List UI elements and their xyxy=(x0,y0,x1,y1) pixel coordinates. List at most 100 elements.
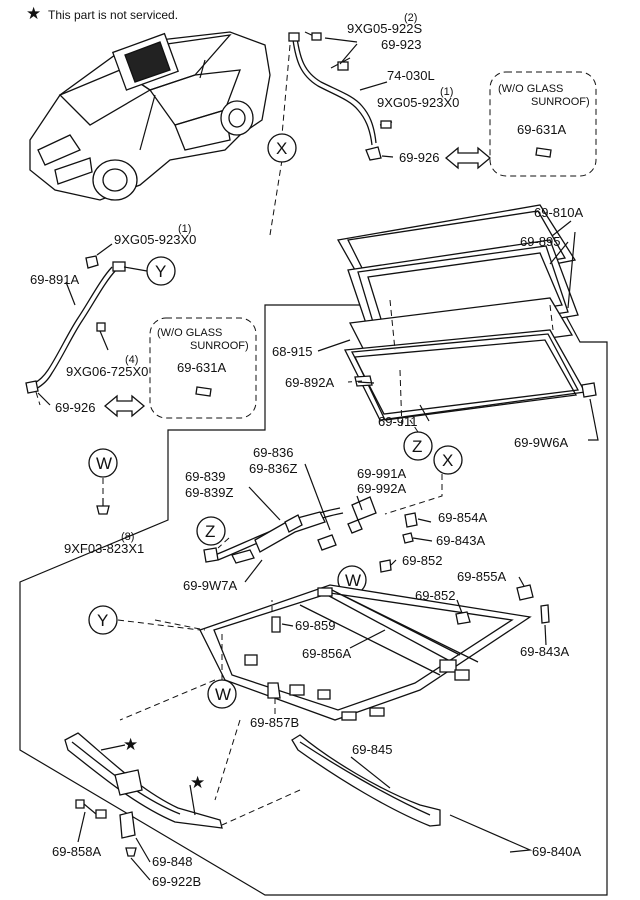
not-serviced-star-icon-1: ★ xyxy=(123,735,138,754)
label-69-840a: 69-840A xyxy=(532,844,581,859)
screw-69-859 xyxy=(271,616,281,633)
label-69-858a: 69-858A xyxy=(52,844,101,859)
svg-text:69-631A: 69-631A xyxy=(517,122,566,137)
label-69-895: 69-895 xyxy=(520,234,560,249)
drain-channel-assembly xyxy=(64,679,301,881)
label-68-915: 68-915 xyxy=(272,344,312,359)
label-69-810a: 69-810A xyxy=(534,205,583,220)
label-69-855a: 69-855A xyxy=(457,569,506,584)
callout-y-lower: Y xyxy=(88,605,118,635)
wo-glass-sunroof-box-2: (W/O GLASS SUNROOF) 69-631A xyxy=(149,317,257,419)
label-69-843a-b: 69-843A xyxy=(520,644,569,659)
label-69-852-a: 69-852 xyxy=(402,553,442,568)
callout-w-upper: W xyxy=(88,448,118,478)
svg-text:W: W xyxy=(345,571,361,590)
label-69-892a: 69-892A xyxy=(285,375,334,390)
glass-panel-stack xyxy=(317,204,599,441)
label-74-030l: 74-030L xyxy=(387,68,435,83)
clip-69-858a xyxy=(95,809,107,819)
label-9xg05-923x0-a-qty: (1) xyxy=(440,86,453,98)
double-arrow-icon-left xyxy=(103,394,146,418)
clip-725x0 xyxy=(96,322,106,332)
svg-text:X: X xyxy=(276,139,287,158)
screw-823x1 xyxy=(96,498,110,515)
label-69-891a: 69-891A xyxy=(30,272,79,287)
plug-631a-b xyxy=(195,386,212,397)
callout-z-upper: Z xyxy=(403,431,433,461)
sunroof-frame xyxy=(154,576,550,721)
label-69-852-b: 69-852 xyxy=(415,588,455,603)
callout-y-upper: Y xyxy=(146,256,176,286)
label-9xf03-823x1: 9XF03-823X1 xyxy=(64,541,144,556)
label-69-856a: 69-856A xyxy=(302,646,351,661)
label-9xg05-922s: 9XG05-922S xyxy=(347,21,422,36)
legend-text: This part is not serviced. xyxy=(48,8,178,22)
svg-text:W: W xyxy=(96,454,112,473)
clip-923x0-b xyxy=(85,255,99,269)
label-9xg05-923x0-b-qty: (1) xyxy=(178,223,191,235)
svg-text:SUNROOF): SUNROOF) xyxy=(531,96,590,108)
bolt-69-9w6a xyxy=(581,382,597,398)
label-69-991a: 69-991A xyxy=(357,466,406,481)
legend: ★ This part is not serviced. xyxy=(26,4,178,23)
svg-text:(W/O GLASS: (W/O GLASS xyxy=(157,327,222,339)
drain-valve-926 xyxy=(365,146,382,161)
callout-w-lower: W xyxy=(207,679,237,709)
label-69-992a: 69-992A xyxy=(357,481,406,496)
label-69-836: 69-836 xyxy=(253,445,293,460)
label-69-926-a: 69-926 xyxy=(399,150,439,165)
svg-text:W: W xyxy=(215,685,231,704)
label-69-922b: 69-922B xyxy=(152,874,201,889)
label-69-839z: 69-839Z xyxy=(185,485,233,500)
clip-923 xyxy=(337,61,349,71)
label-69-923: 69-923 xyxy=(381,37,421,52)
label-69-845: 69-845 xyxy=(352,742,392,757)
label-9xg05-923x0-a: 9XG05-923X0 xyxy=(377,95,459,110)
label-9xg05-923x0-b: 9XG05-923X0 xyxy=(114,232,196,247)
label-69-857b: 69-857B xyxy=(250,715,299,730)
label-9xg05-922s-qty: (2) xyxy=(404,12,417,24)
drive-cable-assembly xyxy=(203,463,433,583)
label-69-854a: 69-854A xyxy=(438,510,487,525)
label-69-9w7a: 69-9W7A xyxy=(183,578,238,593)
not-serviced-star-icon-2: ★ xyxy=(190,773,205,792)
motor-69-855a xyxy=(516,584,534,601)
label-69-848: 69-848 xyxy=(152,854,192,869)
label-69-836z: 69-836Z xyxy=(249,461,297,476)
double-arrow-icon-top xyxy=(444,146,492,170)
legend-star-icon: ★ xyxy=(26,4,41,23)
callout-z-lower: Z xyxy=(196,516,226,546)
guide-69-852 xyxy=(379,559,392,573)
wo-glass-sunroof-box-1: (W/O GLASS SUNROOF) 69-631A xyxy=(489,71,597,177)
svg-text:SUNROOF): SUNROOF) xyxy=(190,340,249,352)
label-69-859: 69-859 xyxy=(295,618,335,633)
svg-text:69-631A: 69-631A xyxy=(177,360,226,375)
svg-text:Y: Y xyxy=(97,611,108,630)
vehicle-illustration xyxy=(29,31,271,201)
label-69-926-b: 69-926 xyxy=(55,400,95,415)
bracket-69-857b xyxy=(267,682,281,699)
clip-69-843a-b xyxy=(540,604,550,624)
clip-69-843a xyxy=(402,532,414,544)
pad-69-892a xyxy=(354,375,373,387)
clip-922s xyxy=(311,32,322,41)
bracket-69-854a xyxy=(404,512,418,528)
trim-69-845 xyxy=(291,734,441,827)
callout-x-lower: X xyxy=(433,445,463,475)
bracket-69-848 xyxy=(119,811,136,839)
svg-text:Z: Z xyxy=(205,522,215,541)
plug-631a-a xyxy=(535,147,552,158)
label-9xg06-725x0-qty: (4) xyxy=(125,354,138,366)
guide-69-852-b xyxy=(455,611,471,625)
svg-text:Y: Y xyxy=(155,262,166,281)
front-drain-hose-group xyxy=(25,243,148,406)
label-69-9w6a: 69-9W6A xyxy=(514,435,569,450)
rear-drain-hose-group xyxy=(269,31,394,236)
frame-outline xyxy=(19,304,608,896)
callout-x-top: X xyxy=(267,133,297,163)
svg-text:(W/O GLASS: (W/O GLASS xyxy=(498,83,563,95)
label-9xg06-725x0: 9XG06-725X0 xyxy=(66,364,148,379)
svg-text:X: X xyxy=(442,451,453,470)
label-69-911: 69-911 xyxy=(378,414,418,429)
